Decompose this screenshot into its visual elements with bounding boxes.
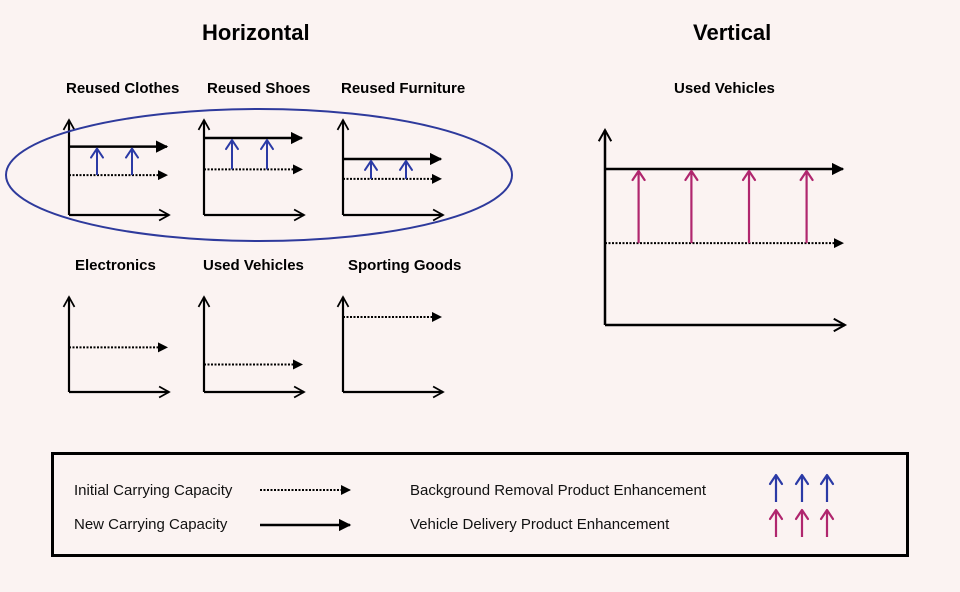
highlight-ellipse xyxy=(5,108,513,242)
legend-box xyxy=(51,452,909,557)
panel-title-reused-shoes: Reused Shoes xyxy=(207,80,311,97)
panel-title-electronics: Electronics xyxy=(75,257,156,274)
legend-background-removal-label: Background Removal Product Enhancement xyxy=(410,482,707,499)
panel-used-vehicles xyxy=(197,295,306,399)
background-removal-arrow xyxy=(399,159,413,179)
legend-vehicle-delivery-label: Vehicle Delivery Product Enhancement xyxy=(410,516,670,533)
vehicle-delivery-arrow xyxy=(631,169,646,244)
vehicle-delivery-arrow xyxy=(741,169,757,244)
section-title-vertical: Vertical xyxy=(693,20,772,45)
background-removal-arrow xyxy=(90,147,104,176)
section-title-horizontal: Horizontal xyxy=(202,20,310,45)
panel-title-reused-furniture: Reused Furniture xyxy=(341,80,466,97)
panel-title-reused-clothes: Reused Clothes xyxy=(66,80,180,97)
panel-used-vehicles xyxy=(597,127,848,333)
panel-title-used-vehicles: Used Vehicles xyxy=(203,257,304,274)
background-removal-arrow xyxy=(364,159,378,179)
panel-reused-furniture xyxy=(336,118,445,222)
panel-electronics xyxy=(62,295,171,399)
panel-reused-shoes xyxy=(197,118,306,222)
legend-initial-capacity-label: Initial Carrying Capacity xyxy=(74,482,233,499)
background-removal-arrow xyxy=(260,139,274,170)
panel-sporting-goods xyxy=(336,295,445,399)
vehicle-delivery-arrow xyxy=(684,169,699,244)
panels-layer xyxy=(62,118,848,399)
background-removal-arrow xyxy=(125,147,139,176)
panel-title-used-vehicles-vertical: Used Vehicles xyxy=(674,80,775,97)
panel-title-sporting-goods: Sporting Goods xyxy=(348,257,462,274)
legend-new-capacity-label: New Carrying Capacity xyxy=(74,516,228,533)
panel-reused-clothes xyxy=(62,118,171,222)
background-removal-arrow xyxy=(225,139,239,170)
vehicle-delivery-arrow xyxy=(799,169,814,244)
